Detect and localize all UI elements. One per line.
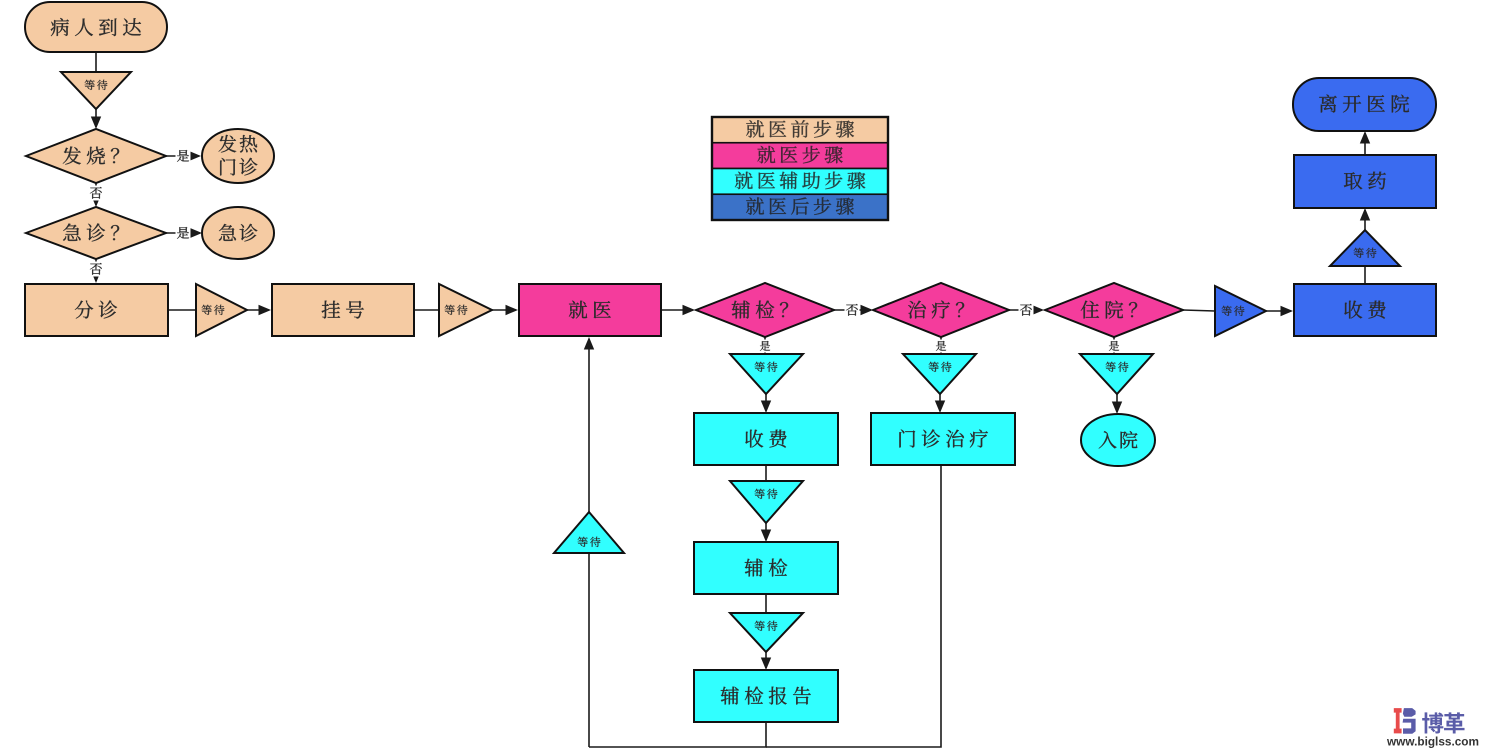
svg-text:www.biglss.com: www.biglss.com (1386, 737, 1479, 749)
